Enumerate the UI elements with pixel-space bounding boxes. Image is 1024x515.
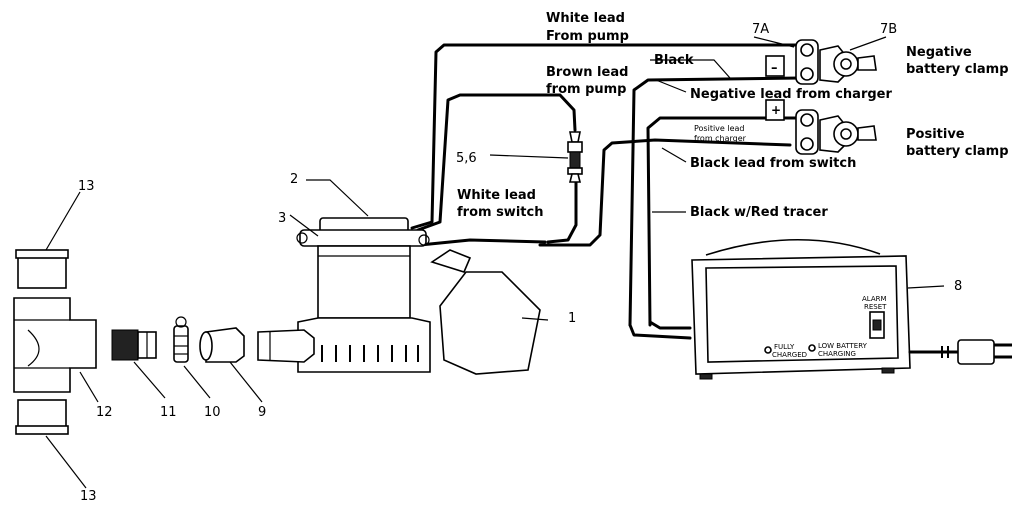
white-lead-from-pump-label-2: From pump: [546, 29, 629, 44]
callout-numbers: 1 2 3 5,6 7A 7B 8 9 10 11 12 13 13: [78, 22, 962, 504]
battery-charger: [691, 238, 1012, 380]
wires: [410, 43, 802, 340]
positive-battery-clamp-label-1: Positive: [906, 127, 965, 142]
callout-8: 8: [954, 279, 962, 294]
positive-battery-clamp: [765, 99, 877, 155]
callout-2: 2: [290, 172, 298, 187]
tee-fitting-12: [13, 297, 97, 393]
positive-battery-clamp-label-2: battery clamp: [906, 144, 1009, 159]
black-red-tracer-label: Black w/Red tracer: [690, 205, 828, 220]
charger-face-text: ALARM RESET FULLY CHARGED LOW BATTERY CH…: [772, 295, 887, 359]
pump-cord: [418, 238, 547, 247]
brown-lead-from-pump-label-1: Brown lead: [546, 65, 628, 80]
low-battery-label-1: LOW BATTERY: [818, 342, 868, 350]
fully-charged-label-2: CHARGED: [772, 351, 807, 359]
charger-cord-2: [648, 320, 692, 330]
positive-terminal-sign: +: [771, 103, 781, 117]
threaded-adapter-11: [111, 329, 157, 361]
float-switch: [430, 249, 541, 375]
text-labels: White lead From pump Brown lead from pum…: [457, 11, 1009, 220]
callout-7b: 7B: [880, 22, 897, 37]
inline-fuse-holder: [567, 131, 583, 183]
brown-lead-from-pump-wire: [416, 93, 577, 232]
callout-9: 9: [258, 405, 266, 420]
white-lead-from-pump-wire: [410, 43, 802, 230]
low-battery-label-2: CHARGING: [818, 350, 856, 358]
hose-clamp-10: [173, 316, 189, 363]
black-lead-from-switch-wire: [538, 138, 792, 247]
white-lead-from-switch-wire: [546, 176, 578, 244]
charger-cord: [628, 323, 692, 340]
black-label: Black: [654, 53, 694, 68]
black-lead-from-switch-label: Black lead from switch: [690, 156, 856, 171]
callout-10: 10: [204, 405, 221, 420]
fully-charged-label-1: FULLY: [774, 343, 795, 351]
negative-battery-clamp-label-1: Negative: [906, 45, 972, 60]
callout-7a: 7A: [752, 22, 769, 37]
negative-lead-from-charger-wire: [628, 76, 802, 327]
callout-13-top: 13: [78, 179, 95, 194]
white-lead-from-switch-label-2: from switch: [457, 205, 543, 220]
brown-lead-from-pump-label-2: from pump: [546, 82, 626, 97]
callout-3: 3: [278, 211, 286, 226]
alarm-reset-label-1: ALARM: [862, 295, 887, 303]
negative-terminal-sign: –: [771, 61, 778, 76]
positive-lead-from-charger-label-2: from charger: [694, 134, 747, 143]
black-red-tracer-wire: [646, 116, 802, 327]
callout-11: 11: [160, 405, 177, 420]
white-lead-from-switch-label-1: White lead: [457, 188, 536, 203]
negative-battery-clamp-label-2: battery clamp: [906, 62, 1009, 77]
negative-battery-clamp: [765, 39, 877, 85]
positive-lead-from-charger-label-1: Positive lead: [694, 124, 745, 133]
negative-lead-from-charger-label: Negative lead from charger: [690, 87, 892, 102]
leader-lines: [45, 36, 945, 489]
callout-1: 1: [568, 311, 576, 326]
cap-13-bottom: [15, 399, 69, 435]
alarm-reset-label-2: RESET: [864, 303, 887, 311]
pump-base-slots: [321, 345, 419, 362]
white-lead-from-pump-label-1: White lead: [546, 11, 625, 26]
fitting-9: [199, 327, 245, 363]
callout-5-6: 5,6: [456, 151, 477, 166]
bilge-pump: [257, 217, 431, 373]
callout-13-bottom: 13: [80, 489, 97, 504]
callout-12: 12: [96, 405, 113, 420]
cap-13-top: [15, 249, 69, 289]
